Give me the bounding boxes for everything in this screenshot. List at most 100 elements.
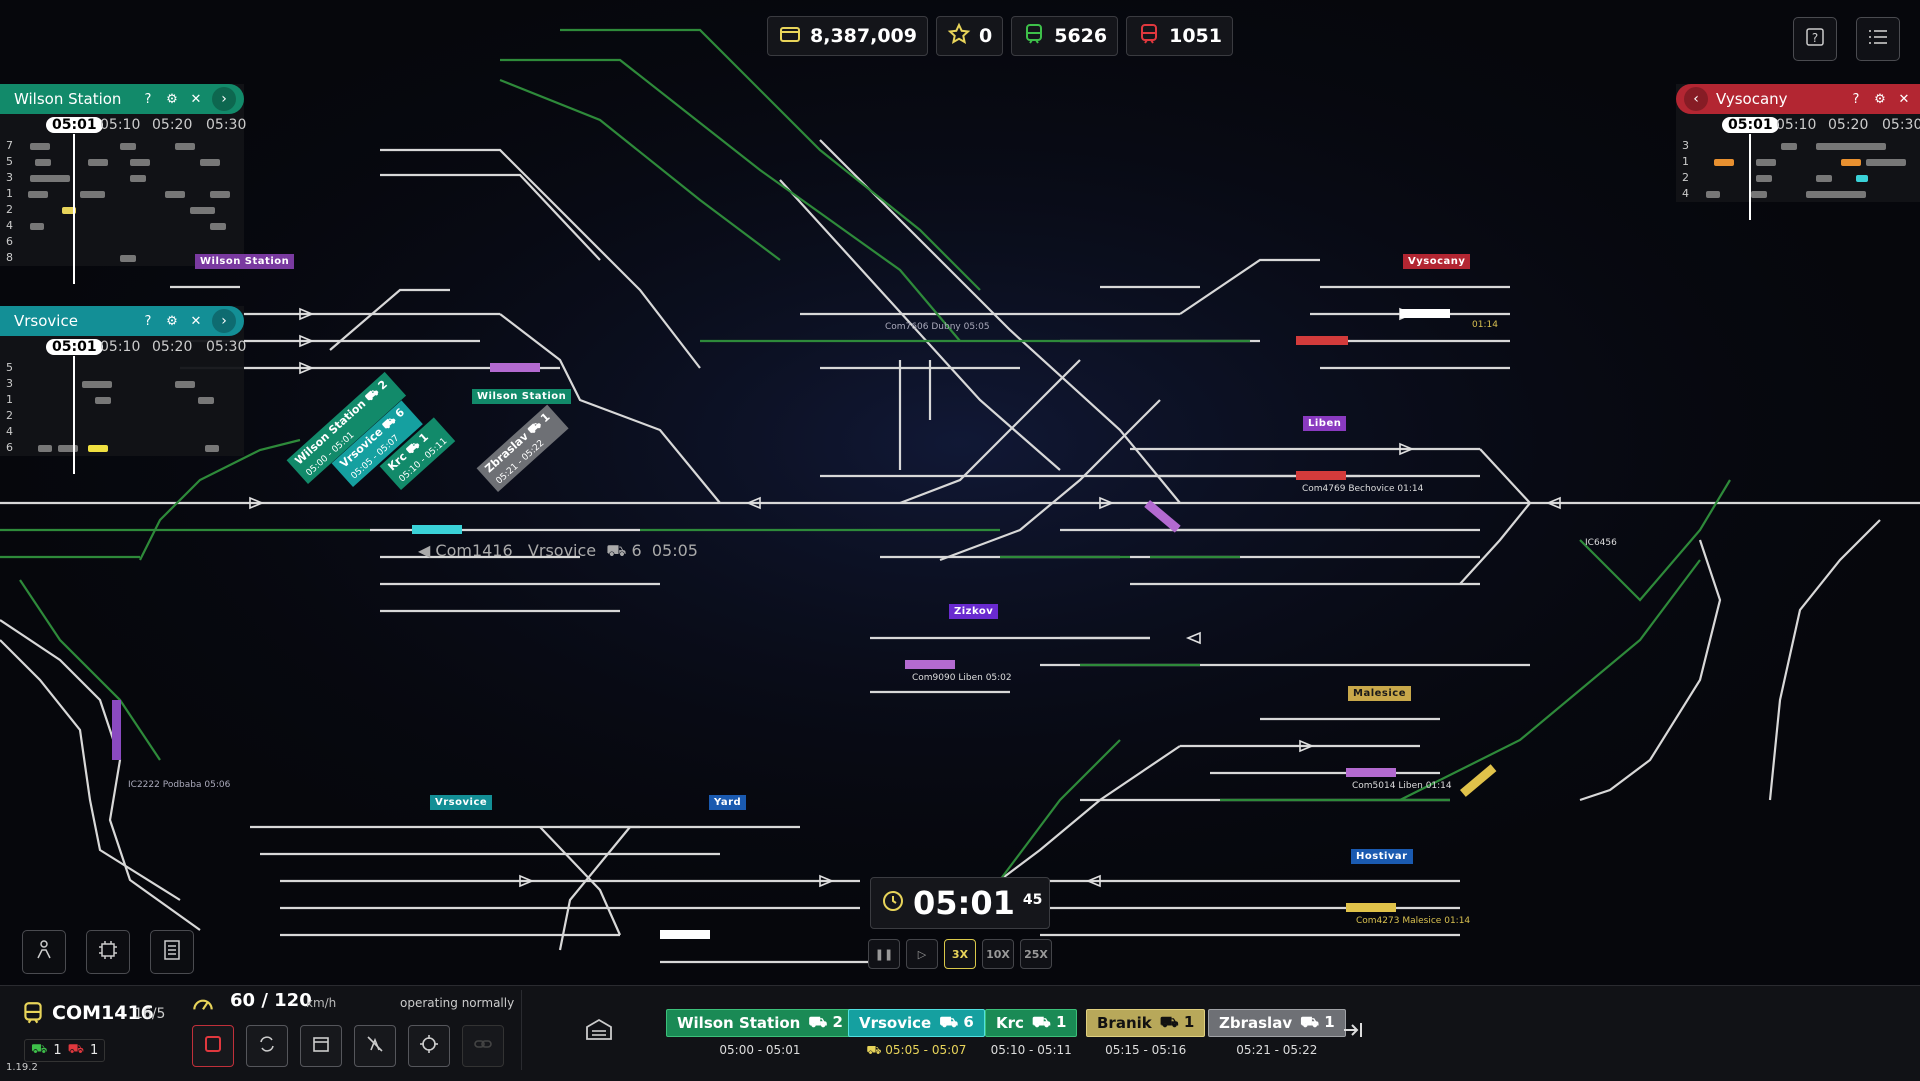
wallet-icon bbox=[778, 22, 802, 51]
trains bbox=[112, 309, 1497, 939]
stop-train-button[interactable] bbox=[192, 1025, 234, 1067]
locate-button[interactable] bbox=[408, 1025, 450, 1067]
stop-chip[interactable]: Krc⛟ 1 05:10 - 05:11 bbox=[985, 1009, 1078, 1057]
menu-button[interactable] bbox=[1856, 17, 1900, 61]
timeline-tick: 05:30 bbox=[206, 117, 247, 133]
timeline-row: 4 bbox=[1676, 186, 1920, 202]
station-label-wilson[interactable]: Wilson Station bbox=[472, 389, 572, 404]
stop-chip-time: 05:15 - 05:16 bbox=[1105, 1043, 1187, 1057]
worker-tool-button[interactable] bbox=[22, 930, 66, 974]
game-clock: 05:01 45 bbox=[870, 877, 1050, 929]
station-label-yard[interactable]: Yard bbox=[709, 795, 747, 810]
timeline-row: 2 bbox=[1676, 170, 1920, 186]
calendar-icon bbox=[311, 1034, 331, 1058]
timeline-now: 05:01 bbox=[46, 339, 103, 355]
reverse-button[interactable] bbox=[246, 1025, 288, 1067]
document-tool-button[interactable] bbox=[150, 930, 194, 974]
stop-chip-name: Vrsovice⛟ 6 bbox=[848, 1009, 985, 1037]
gear-icon[interactable]: ⚙ bbox=[166, 91, 178, 107]
link-icon bbox=[473, 1034, 493, 1058]
timeline-cursor bbox=[73, 134, 75, 284]
chevron-right-icon[interactable]: › bbox=[212, 309, 236, 333]
speed-3x-button[interactable]: 3X bbox=[944, 939, 976, 969]
stop-icon bbox=[204, 1035, 222, 1057]
clock-icon bbox=[881, 889, 905, 917]
station-label-malesice[interactable]: Malesice bbox=[1348, 686, 1411, 701]
vysocany-panel: ‹ Vysocany ? ⚙ ✕ 05:01 05:10 05:20 05:30… bbox=[1676, 84, 1920, 220]
timeline-row: 1 bbox=[0, 186, 244, 202]
clock-seconds: 45 bbox=[1022, 892, 1043, 908]
rail-network-map[interactable] bbox=[0, 0, 1920, 985]
timeline-tick: 05:20 bbox=[1828, 117, 1869, 133]
stop-chip-name: Krc⛟ 1 bbox=[985, 1009, 1078, 1037]
timeline-row: 8 bbox=[0, 250, 244, 266]
speed-25x-button[interactable]: 25X bbox=[1020, 939, 1052, 969]
close-icon[interactable]: ✕ bbox=[190, 313, 202, 329]
close-icon[interactable]: ✕ bbox=[190, 91, 202, 107]
chevron-right-icon[interactable]: › bbox=[212, 87, 236, 111]
station-label-vrsovice[interactable]: Vrsovice bbox=[430, 795, 493, 810]
stop-chip[interactable]: Vrsovice⛟ 6 ⛟ 05:05 - 05:07 bbox=[848, 1009, 985, 1059]
timeline-row: 4 bbox=[6, 425, 13, 438]
gear-icon[interactable]: ⚙ bbox=[166, 313, 178, 329]
station-label-liben[interactable]: Liben bbox=[1303, 416, 1347, 431]
speed-10x-button[interactable]: 10X bbox=[982, 939, 1014, 969]
close-icon[interactable]: ✕ bbox=[1898, 91, 1910, 107]
timeline-cursor bbox=[73, 356, 75, 474]
train-label: IC6456 bbox=[1585, 538, 1617, 548]
play-button[interactable]: ▷ bbox=[906, 939, 938, 969]
chevron-left-icon[interactable]: ‹ bbox=[1684, 87, 1708, 111]
panel-title: Vrsovice bbox=[14, 312, 78, 330]
red-count: 1 bbox=[90, 1043, 99, 1058]
gear-icon[interactable]: ⚙ bbox=[1874, 91, 1886, 107]
pause-button[interactable]: ❚❚ bbox=[868, 939, 900, 969]
help-icon[interactable]: ? bbox=[144, 313, 152, 329]
timeline-row: 3 bbox=[0, 376, 244, 392]
stop-chip[interactable]: Wilson Station⛟ 2 05:00 - 05:01 bbox=[666, 1009, 854, 1057]
stop-chip[interactable]: Branik⛟ 1 05:15 - 05:16 bbox=[1086, 1009, 1206, 1057]
timeline-cursor bbox=[1749, 134, 1751, 220]
expand-arrow-icon[interactable] bbox=[1342, 1020, 1364, 1044]
station-label-vysocany[interactable]: Vysocany bbox=[1403, 254, 1471, 269]
money-counter: 8,387,009 bbox=[767, 16, 928, 56]
timeline-row: 5 bbox=[6, 361, 13, 374]
train-label: 01:14 bbox=[1472, 320, 1498, 330]
depot-icon[interactable] bbox=[585, 1017, 613, 1045]
vrsovice-timeline[interactable]: 05:01 05:10 05:20 05:30 5 3 1 2 4 6 bbox=[0, 336, 246, 474]
timeline-tick: 05:10 bbox=[100, 339, 141, 355]
schedule-button[interactable] bbox=[300, 1025, 342, 1067]
station-label-wilson-top[interactable]: Wilson Station bbox=[195, 254, 295, 269]
timeline-tick: 05:20 bbox=[152, 117, 193, 133]
worker-icon bbox=[32, 938, 56, 966]
speedometer-icon bbox=[190, 992, 216, 1022]
station-label-hostivar[interactable]: Hostivar bbox=[1351, 849, 1413, 864]
help-icon[interactable]: ? bbox=[1852, 91, 1860, 107]
speed-controls: ❚❚ ▷ 3X 10X 25X bbox=[868, 939, 1052, 969]
timeline-tick: 05:30 bbox=[1882, 117, 1920, 133]
train-status-counts: ⛟ 1 ⛟ 1 bbox=[24, 1039, 106, 1062]
timeline-row: 2 bbox=[6, 409, 13, 422]
station-label-zizkov[interactable]: Zizkov bbox=[949, 604, 999, 619]
couple-button[interactable] bbox=[462, 1025, 504, 1067]
wilson-panel-header: Wilson Station ? ⚙ ✕ › bbox=[0, 84, 244, 114]
stop-chip[interactable]: Zbraslav⛟ 1 05:21 - 05:22 bbox=[1208, 1009, 1346, 1057]
help-icon[interactable]: ? bbox=[144, 91, 152, 107]
red-train-counter: 1051 bbox=[1126, 16, 1233, 56]
chip-tool-button[interactable] bbox=[86, 930, 130, 974]
money-value: 8,387,009 bbox=[810, 25, 917, 47]
wilson-timeline[interactable]: 05:01 05:10 05:20 05:30 7 5 3 1 2 4 6 8 bbox=[0, 114, 247, 284]
stop-chip-name: Zbraslav⛟ 1 bbox=[1208, 1009, 1346, 1037]
skip-signal-button[interactable] bbox=[354, 1025, 396, 1067]
clock-time: 05:01 bbox=[913, 884, 1015, 922]
resource-hud: 8,387,009 0 5626 1051 bbox=[767, 16, 1233, 56]
vysocany-timeline[interactable]: 05:01 05:10 05:20 05:30 3 1 2 4 bbox=[1676, 114, 1920, 220]
chip-icon bbox=[96, 938, 120, 966]
timeline-row: 7 bbox=[0, 138, 244, 154]
train-green-icon: ⛟ bbox=[31, 1042, 48, 1057]
signal-off-icon bbox=[365, 1034, 385, 1058]
svg-text:?: ? bbox=[1812, 31, 1818, 45]
star-icon bbox=[947, 22, 971, 51]
vysocany-panel-header: ‹ Vysocany ? ⚙ ✕ bbox=[1676, 84, 1920, 114]
timeline-tick: 05:20 bbox=[152, 339, 193, 355]
help-button[interactable]: ? bbox=[1793, 17, 1837, 61]
